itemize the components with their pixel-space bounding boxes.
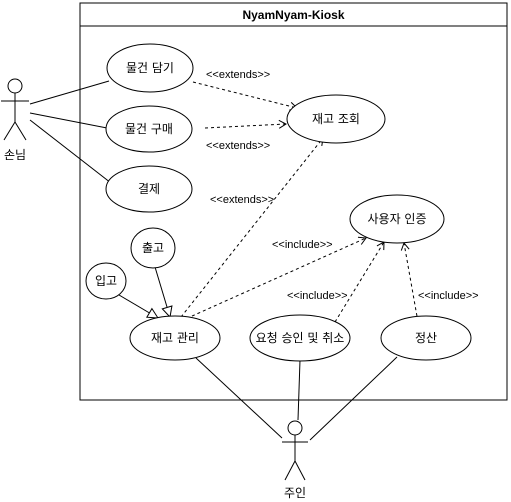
owner-associations <box>195 356 398 441</box>
use-case-stock-check[interactable]: 재고 조회 <box>286 94 386 144</box>
actor-customer-head-icon <box>7 78 23 94</box>
use-case-receiving[interactable]: 입고 <box>85 262 127 300</box>
use-case-request-approve-cancel[interactable]: 요청 승인 및 취소 <box>249 314 351 362</box>
use-case-stock-manage[interactable]: 재고 관리 <box>129 315 221 361</box>
system-title: NyamNyam-Kiosk <box>242 8 344 22</box>
generalization-relations <box>113 266 173 319</box>
use-case-buy-item[interactable]: 물건 구매 <box>105 105 193 153</box>
extends-relations <box>180 81 324 318</box>
use-case-settlement[interactable]: 정산 <box>380 315 472 361</box>
extends-label-3: <<extends>> <box>210 194 274 206</box>
include-label-1: <<include>> <box>272 239 333 251</box>
actor-customer-label: 손님 <box>4 148 26 162</box>
use-case-payment[interactable]: 결제 <box>105 165 193 213</box>
svg-text:사용자 인증: 사용자 인증 <box>367 212 426 226</box>
actor-owner[interactable] <box>282 420 308 481</box>
svg-text:출고: 출고 <box>142 241 164 255</box>
extends-label-1: <<extends>> <box>206 69 270 81</box>
include-relations <box>180 236 419 323</box>
actor-customer[interactable] <box>1 78 29 141</box>
use-case-user-auth[interactable]: 사용자 인증 <box>349 194 445 244</box>
svg-text:결제: 결제 <box>138 182 160 196</box>
actor-owner-label: 주인 <box>284 486 306 500</box>
extends-label-2: <<extends>> <box>206 140 270 152</box>
use-case-shipping-out[interactable]: 출고 <box>130 227 176 269</box>
include-label-3: <<include>> <box>418 290 479 302</box>
use-case-add-item[interactable]: 물건 담기 <box>106 43 194 93</box>
svg-text:물건 담기: 물건 담기 <box>126 61 174 75</box>
actor-owner-head-icon <box>287 420 303 436</box>
include-label-2: <<include>> <box>287 290 348 302</box>
svg-text:재고 조회: 재고 조회 <box>312 112 360 126</box>
svg-text:재고 관리: 재고 관리 <box>151 331 199 345</box>
svg-text:정산: 정산 <box>415 331 437 345</box>
svg-text:입고: 입고 <box>95 274 117 288</box>
customer-associations <box>29 80 112 184</box>
svg-text:물건 구매: 물건 구매 <box>125 122 173 136</box>
svg-text:요청 승인 및 취소: 요청 승인 및 취소 <box>256 331 345 345</box>
